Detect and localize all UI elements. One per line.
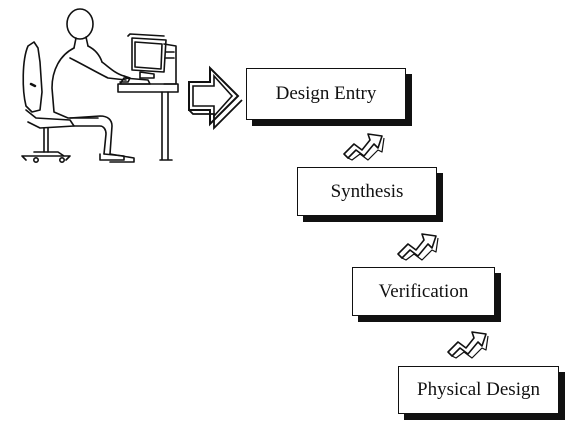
zigzag-arrow-icon <box>447 331 489 359</box>
zigzag-arrow-icon <box>343 133 385 161</box>
step-verification: Verification <box>352 267 495 316</box>
step-synthesis: Synthesis <box>297 167 437 216</box>
zigzag-arrow-icon <box>397 233 439 261</box>
step-label: Design Entry <box>275 83 377 104</box>
step-label: Verification <box>378 280 469 302</box>
step-physical-design: Physical Design <box>398 366 559 414</box>
step-label: Physical Design <box>417 379 540 400</box>
step-design-entry: Design Entry <box>246 68 406 120</box>
step-label: Synthesis <box>330 180 404 202</box>
